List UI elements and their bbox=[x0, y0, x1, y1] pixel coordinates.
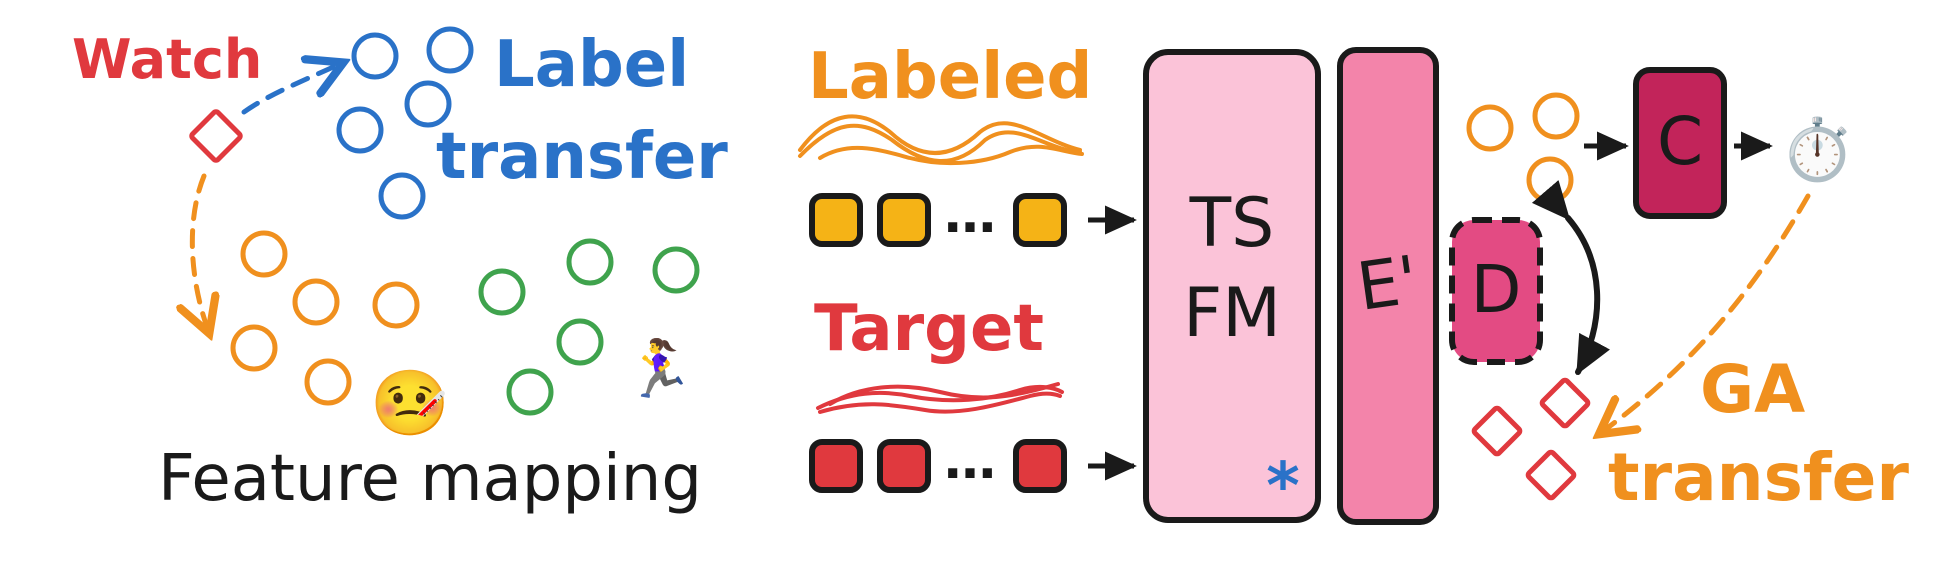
discriminator-label: D bbox=[1471, 251, 1522, 328]
labeled-label: Labeled bbox=[808, 40, 1092, 114]
ga-transfer-arrow bbox=[1602, 193, 1811, 432]
target-waveform bbox=[816, 382, 1064, 414]
target-input: Target … bbox=[809, 292, 1137, 493]
feature-mapping-label: Feature mapping bbox=[158, 442, 702, 516]
right-section: C ⏱️ D GA transfer bbox=[1449, 67, 1909, 516]
orange-cluster bbox=[230, 230, 420, 406]
classifier-box bbox=[1633, 67, 1727, 219]
stopwatch-icon: ⏱️ bbox=[1780, 115, 1855, 184]
tsfm-label-line2: FM bbox=[1183, 274, 1281, 353]
left-section: Watch Label transfer 🤒 bbox=[72, 26, 728, 516]
e-prime-box bbox=[1337, 47, 1439, 525]
tsfm-box bbox=[1143, 49, 1321, 523]
ga-transfer-line1: GA bbox=[1700, 351, 1805, 428]
runner-icon: 🏃‍♀️ bbox=[624, 337, 694, 401]
blue-cluster bbox=[336, 26, 474, 220]
target-ellipsis: … bbox=[944, 431, 996, 491]
target-feature-diamonds bbox=[1471, 377, 1591, 501]
watch-label: Watch bbox=[72, 28, 262, 91]
watch-diamond bbox=[189, 109, 243, 163]
green-cluster bbox=[478, 238, 700, 416]
target-tokens bbox=[809, 439, 1067, 493]
labeled-ellipsis: … bbox=[944, 185, 996, 245]
label-transfer-line1: Label bbox=[494, 28, 689, 102]
label-transfer-arrow bbox=[241, 64, 340, 115]
sick-face-icon: 🤒 bbox=[370, 368, 450, 439]
label-transfer-line2: transfer bbox=[436, 120, 728, 194]
tsfm-label-line1: TS bbox=[1189, 184, 1275, 263]
labeled-input: Labeled … bbox=[798, 40, 1137, 247]
e-prime-block: E' bbox=[1337, 47, 1439, 525]
ga-transfer-line2: transfer bbox=[1608, 439, 1909, 516]
target-label: Target bbox=[814, 292, 1044, 366]
e-prime-label: E' bbox=[1353, 241, 1423, 326]
feature-mapping-arrow bbox=[192, 173, 208, 330]
source-feature-circles bbox=[1466, 92, 1580, 204]
tsfm-block: TS FM * bbox=[1143, 49, 1321, 524]
adversarial-double-arrow bbox=[1531, 180, 1610, 376]
frozen-asterisk-icon: * bbox=[1266, 450, 1299, 524]
labeled-tokens bbox=[809, 193, 1067, 247]
labeled-waveform bbox=[798, 114, 1084, 166]
classifier-label: C bbox=[1657, 103, 1703, 180]
